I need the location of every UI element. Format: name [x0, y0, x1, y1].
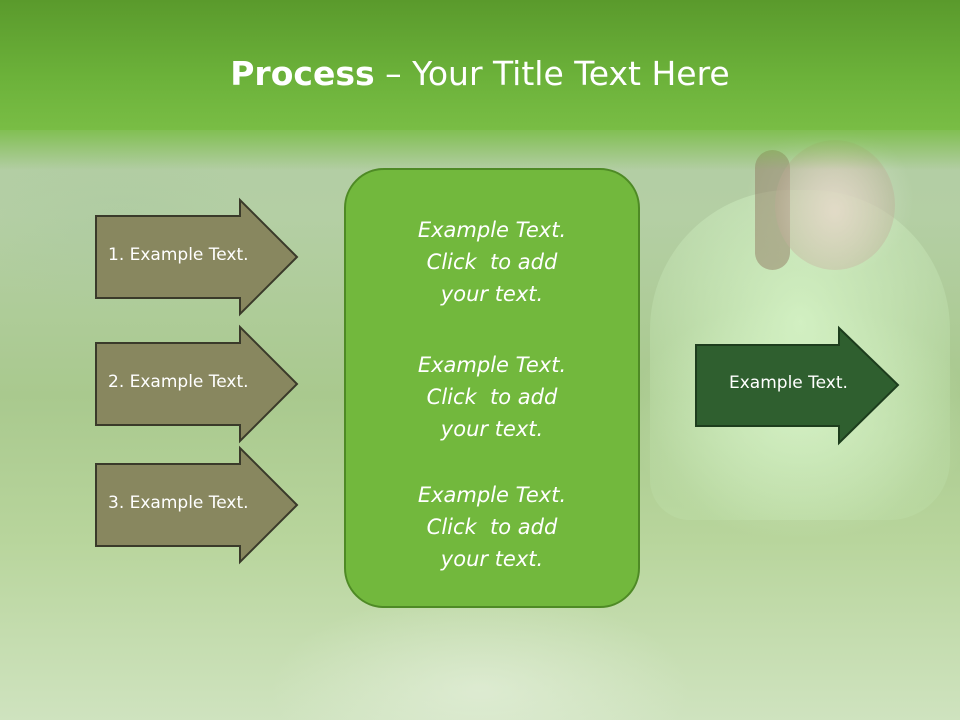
slide-title[interactable]: Process – Your Title Text Here	[0, 52, 960, 96]
center-text-box[interactable]: Example Text. Click to add your text. Ex…	[344, 168, 640, 608]
title-band-fade	[0, 130, 960, 170]
title-rest-part: – Your Title Text Here	[374, 54, 730, 93]
center-text-block-3[interactable]: Example Text. Click to add your text.	[346, 479, 638, 575]
block-line: Click to add	[426, 250, 558, 274]
arrow-right-icon	[95, 197, 299, 317]
arrow-right-icon	[95, 445, 299, 565]
block-line: your text.	[440, 417, 544, 441]
result-arrow-label: Example Text.	[729, 373, 848, 393]
arrow-right-icon	[95, 324, 299, 444]
step-arrow-label: 1. Example Text.	[108, 245, 249, 265]
step-arrow-label: 3. Example Text.	[108, 493, 249, 513]
title-bold-part: Process	[230, 54, 375, 93]
step-arrow-1[interactable]: 1. Example Text.	[95, 197, 299, 317]
step-arrow-2[interactable]: 2. Example Text.	[95, 324, 299, 444]
block-line: your text.	[440, 547, 544, 571]
center-text-block-2[interactable]: Example Text. Click to add your text.	[346, 349, 638, 445]
block-line: Click to add	[426, 515, 558, 539]
block-line: Example Text.	[417, 483, 567, 507]
arrow-right-icon	[695, 325, 900, 446]
title-band	[0, 0, 960, 130]
center-text-block-1[interactable]: Example Text. Click to add your text.	[346, 214, 638, 310]
step-arrow-3[interactable]: 3. Example Text.	[95, 445, 299, 565]
block-line: Click to add	[426, 385, 558, 409]
step-arrow-label: 2. Example Text.	[108, 372, 249, 392]
result-arrow[interactable]: Example Text.	[695, 325, 900, 446]
block-line: your text.	[440, 282, 544, 306]
block-line: Example Text.	[417, 353, 567, 377]
block-line: Example Text.	[417, 218, 567, 242]
